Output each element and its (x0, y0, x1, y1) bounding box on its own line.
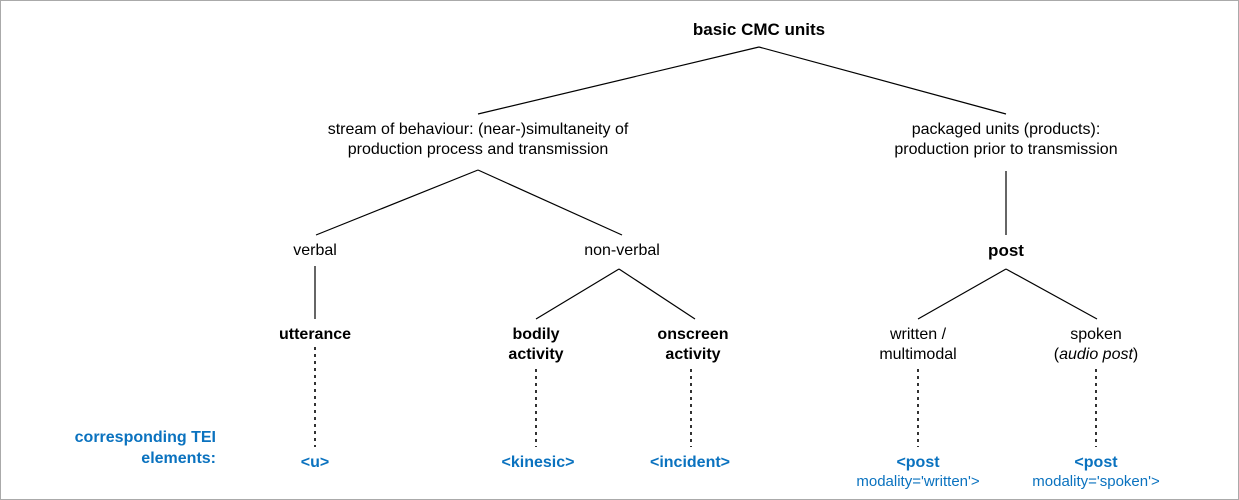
node-verbal: verbal (293, 241, 337, 261)
tei-legend-line2: elements: (141, 449, 216, 467)
node-onscreen-activity: onscreen activity (657, 325, 728, 366)
tei-tag: <u> (300, 454, 330, 471)
node-label-line1: stream of behaviour: (near-)simultaneity… (327, 121, 629, 138)
node-label: non-verbal (584, 242, 660, 259)
node-bodily-activity: bodily activity (508, 325, 563, 366)
edge-post-to-written (917, 268, 1007, 320)
tei-tag: <post (1074, 454, 1118, 471)
tei-tag: <kinesic> (501, 454, 575, 471)
tei-element-post-spoken: <post modality='spoken'> (1032, 453, 1159, 492)
node-label: verbal (293, 242, 337, 259)
edge-stream-to-nonverbal (477, 169, 623, 236)
tei-element-kinesic: <kinesic> (502, 453, 575, 473)
tei-legend: corresponding TEI elements: (1, 428, 216, 470)
node-label: basic CMC units (692, 20, 826, 39)
tei-tag: <post (896, 454, 940, 471)
node-basic-cmc-units: basic CMC units (693, 19, 825, 41)
node-post: post (988, 240, 1024, 262)
edge-root-to-packaged (758, 46, 1007, 115)
node-packaged-units: packaged units (products): production pr… (894, 120, 1117, 161)
node-label-line1: onscreen (657, 326, 729, 343)
edge-stream-to-verbal (315, 169, 479, 236)
node-label-line2: activity (508, 346, 564, 364)
tei-legend-line1: corresponding TEI (74, 429, 216, 446)
node-label-line2: (audio post) (1053, 346, 1139, 364)
node-label-line2: activity (665, 346, 721, 364)
node-spoken-audio-post: spoken (audio post) (1054, 325, 1139, 366)
node-label-line1: bodily (512, 326, 560, 343)
node-utterance: utterance (279, 325, 351, 345)
tei-tag: <incident> (649, 454, 731, 471)
node-written-multimodal: written / multimodal (879, 325, 956, 366)
edge-nonverbal-to-bodily (535, 268, 620, 320)
node-label: post (988, 241, 1024, 260)
node-stream-of-behaviour: stream of behaviour: (near-)simultaneity… (328, 120, 629, 161)
node-non-verbal: non-verbal (584, 241, 660, 261)
node-label-line1: written / (889, 326, 947, 343)
tei-attribute: modality='written'> (856, 473, 980, 490)
node-label-emphasis: audio post (1059, 346, 1133, 364)
tei-element-post-written: <post modality='written'> (856, 453, 979, 492)
node-label-line2: production prior to transmission (894, 141, 1118, 159)
tei-element-u: <u> (301, 453, 329, 473)
edge-root-to-stream (477, 46, 760, 115)
node-label-line2: production process and transmission (347, 141, 609, 159)
tei-element-incident: <incident> (650, 453, 730, 473)
node-label-line1: utterance (278, 326, 352, 343)
edge-post-to-spoken (1005, 268, 1098, 320)
node-label-line1: packaged units (products): (911, 121, 1101, 138)
tei-attribute: modality='spoken'> (1032, 473, 1160, 490)
edge-nonverbal-to-onscreen (618, 268, 696, 320)
node-label-line2: multimodal (879, 346, 957, 364)
node-label-line1: spoken (1070, 326, 1122, 343)
